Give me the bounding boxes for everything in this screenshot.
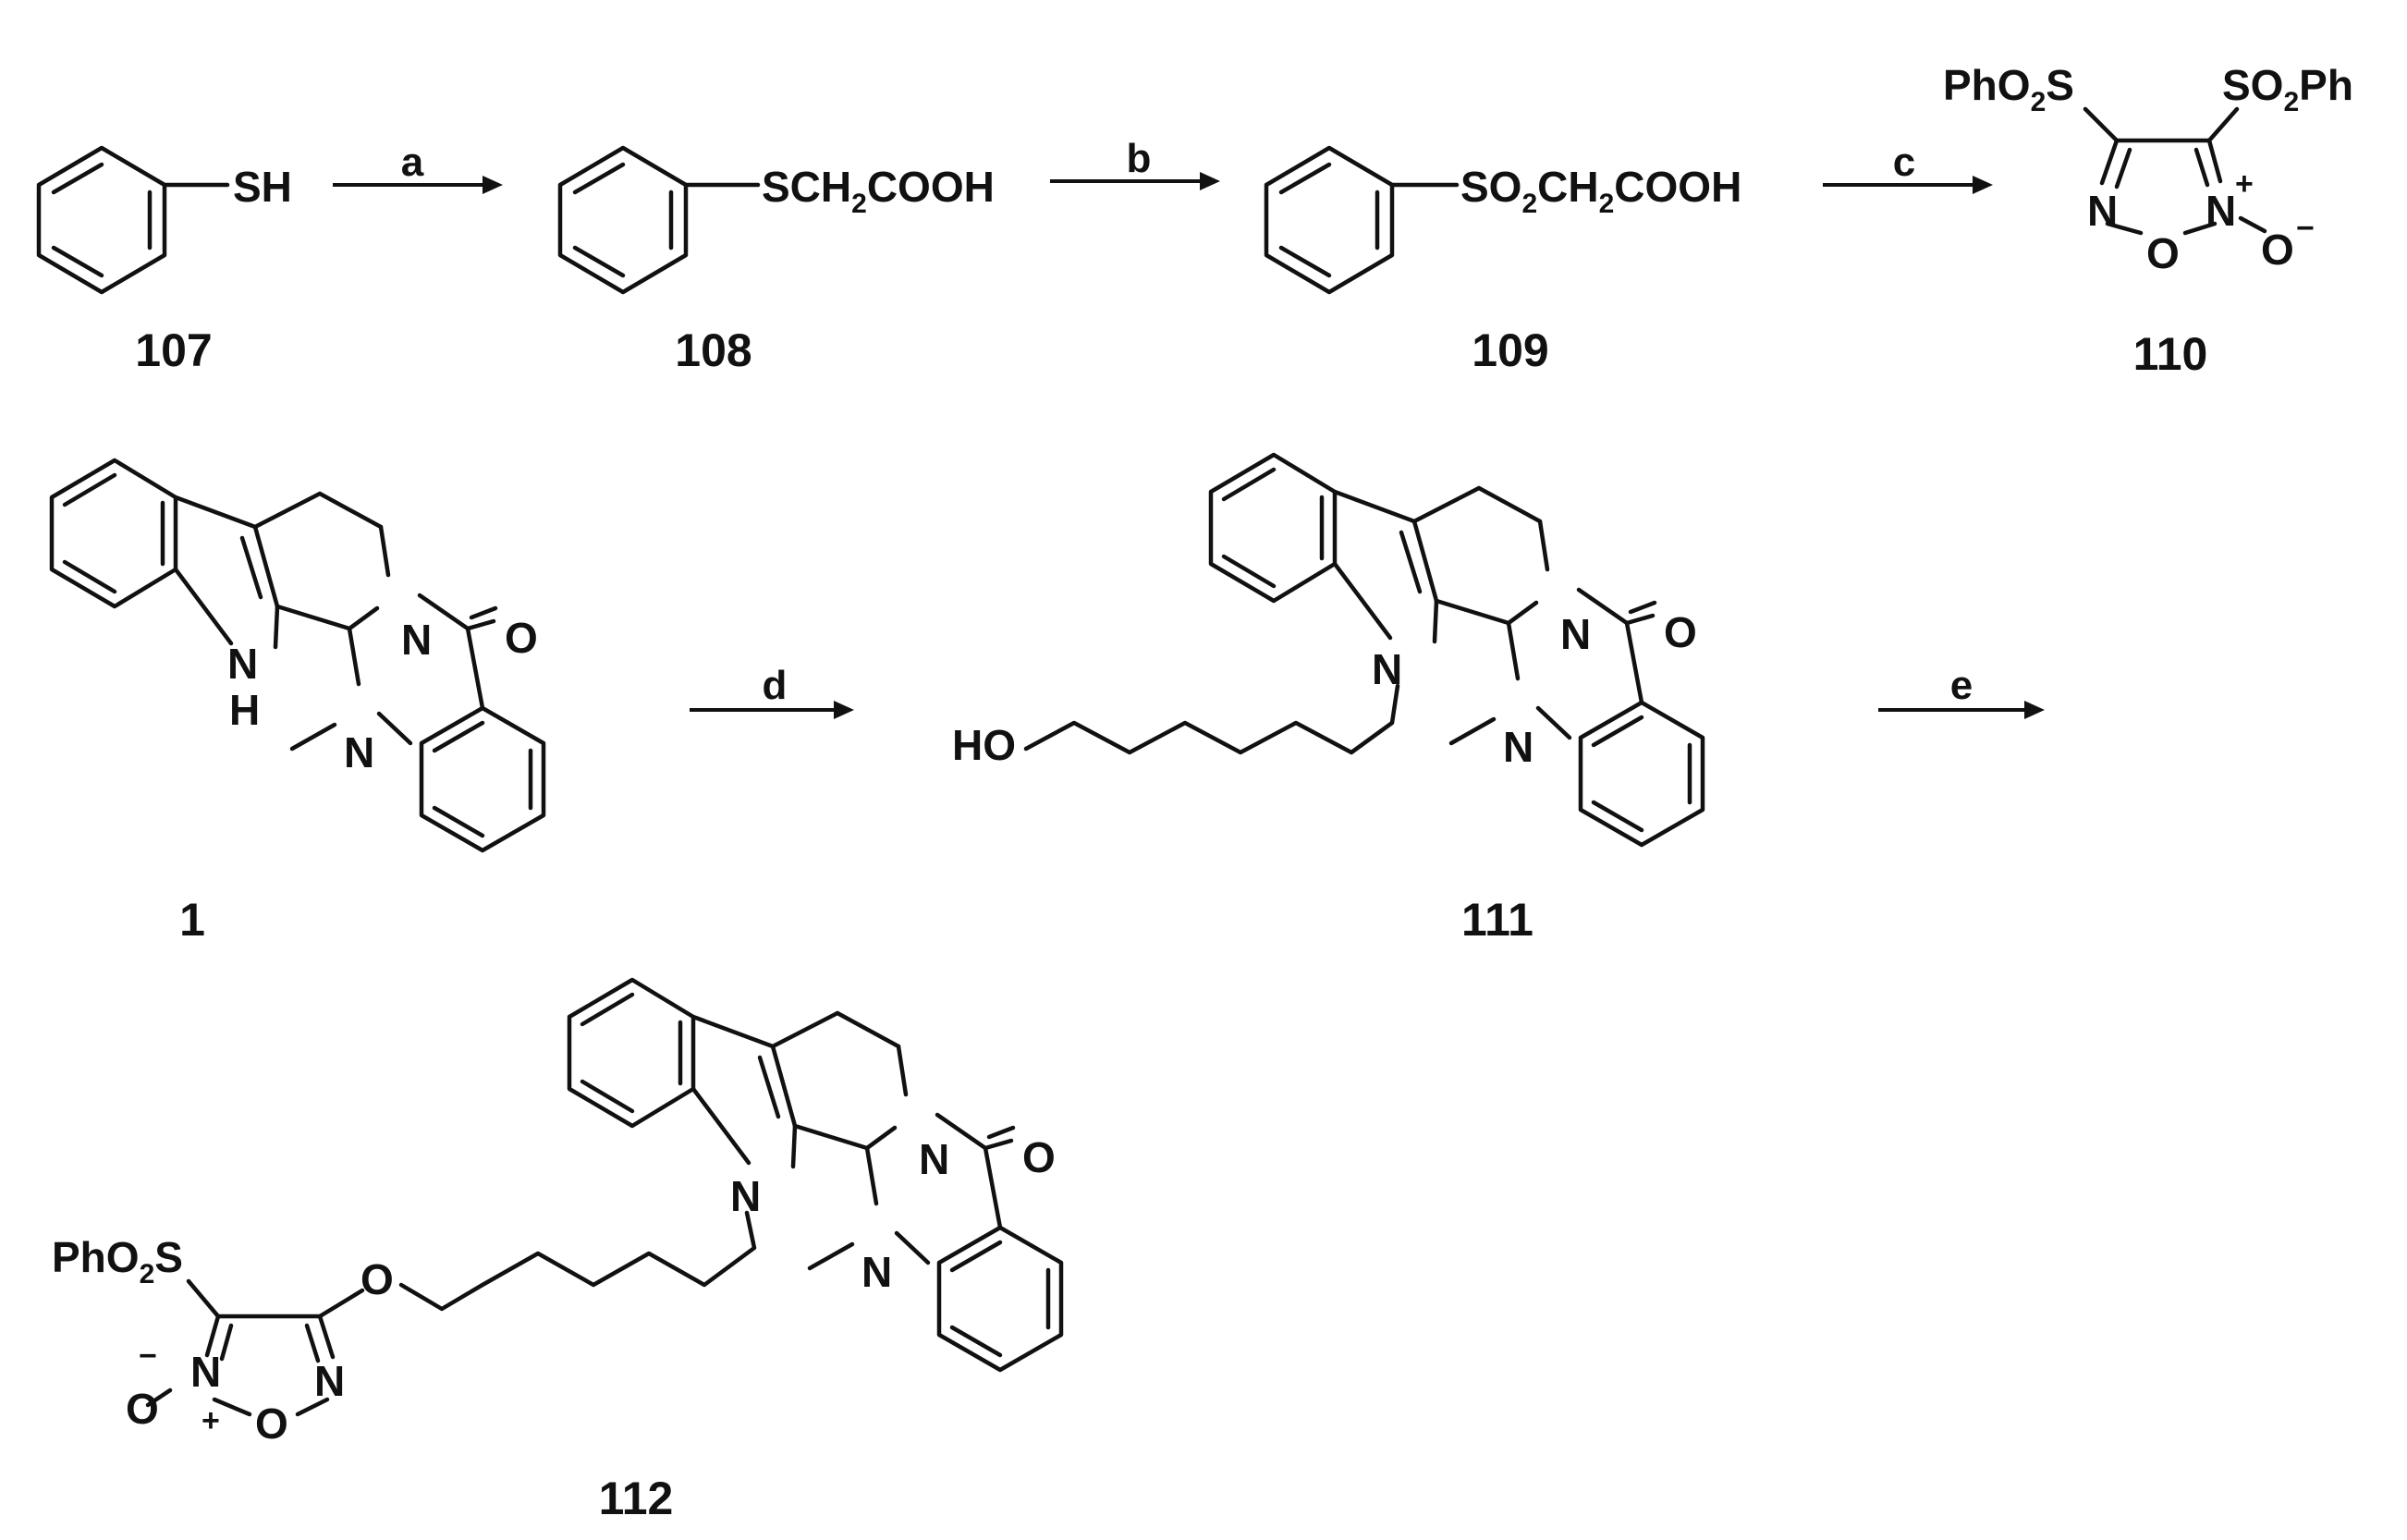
arrow-e: e xyxy=(1878,663,2045,719)
phenylsulfonyl-right-label: SO2Ph xyxy=(2222,61,2353,117)
furoxan-o-label: O xyxy=(255,1399,288,1448)
positive-charge-label: + xyxy=(2235,166,2254,202)
sch2cooh-label: SCH2COOH xyxy=(762,163,995,219)
reagent-d-label: d xyxy=(763,663,788,708)
reagent-a-label: a xyxy=(401,140,424,185)
furoxan-o-label: O xyxy=(2146,229,2180,277)
phenylsulfonyl-label: PhO2S xyxy=(52,1233,183,1289)
arrow-d: d xyxy=(690,663,854,719)
positive-charge-label: + xyxy=(202,1403,220,1438)
so2ch2cooh-label: SO2CH2COOH xyxy=(1460,163,1741,219)
indole-n-label: N xyxy=(1372,645,1402,693)
reagent-b-label: b xyxy=(1127,136,1152,181)
indole-nh-h-label: H xyxy=(229,686,260,734)
hydroxyl-label: HO xyxy=(952,721,1016,769)
ether-o-label: O xyxy=(360,1255,394,1303)
compound-label-112: 112 xyxy=(599,1473,674,1524)
compound-label-108: 108 xyxy=(675,324,751,376)
n-methyl-n-label: N xyxy=(861,1248,892,1296)
carbonyl-o-label: O xyxy=(1022,1133,1056,1181)
compound-1: N H N N O 1 xyxy=(52,460,544,946)
compound-111: HO N N N O 111 xyxy=(952,455,1703,946)
negative-charge-label: − xyxy=(2296,211,2315,246)
arrow-b: b xyxy=(1050,136,1220,190)
negative-charge-label: − xyxy=(139,1338,157,1374)
carbonyl-o-label: O xyxy=(505,614,538,662)
compound-label-110: 110 xyxy=(2133,328,2208,380)
compound-label-109: 109 xyxy=(1472,324,1548,376)
oxide-o-label: O xyxy=(126,1385,159,1433)
amide-n-label: N xyxy=(401,616,432,664)
compound-110: PhO2S SO2Ph N O N + O − 110 xyxy=(1943,61,2353,380)
indole-nh-n-label: N xyxy=(227,640,258,688)
compound-label-111: 111 xyxy=(1461,894,1533,946)
furoxan-n-label: N xyxy=(2087,187,2118,235)
arrow-a: a xyxy=(333,140,503,194)
compound-108: SCH2COOH 108 xyxy=(557,145,995,376)
compound-label-1: 1 xyxy=(179,894,205,946)
furoxan-n-oxide-label: N xyxy=(2205,187,2236,235)
arrow-c: c xyxy=(1823,140,1993,194)
n-methyl-n-label: N xyxy=(344,728,374,776)
compound-112: N N N O O PhO2S N − + O O N 112 xyxy=(52,980,1061,1524)
carbonyl-o-label: O xyxy=(1664,608,1697,656)
amide-n-label: N xyxy=(919,1135,949,1183)
compound-109: SO2CH2COOH 109 xyxy=(1264,145,1741,376)
thiol-sh-label: SH xyxy=(233,163,292,211)
furoxan-n-label: N xyxy=(314,1357,345,1405)
furoxan-n-oxide-label: N xyxy=(190,1348,221,1396)
amide-n-label: N xyxy=(1560,610,1591,658)
compound-label-107: 107 xyxy=(135,324,212,376)
compound-107: SH 107 xyxy=(36,145,292,376)
reagent-c-label: c xyxy=(1893,140,1915,185)
reagent-e-label: e xyxy=(1950,663,1973,708)
n-methyl-n-label: N xyxy=(1503,723,1533,771)
phenylsulfonyl-left-label: PhO2S xyxy=(1943,61,2074,117)
oxide-o-label: O xyxy=(2261,226,2294,274)
